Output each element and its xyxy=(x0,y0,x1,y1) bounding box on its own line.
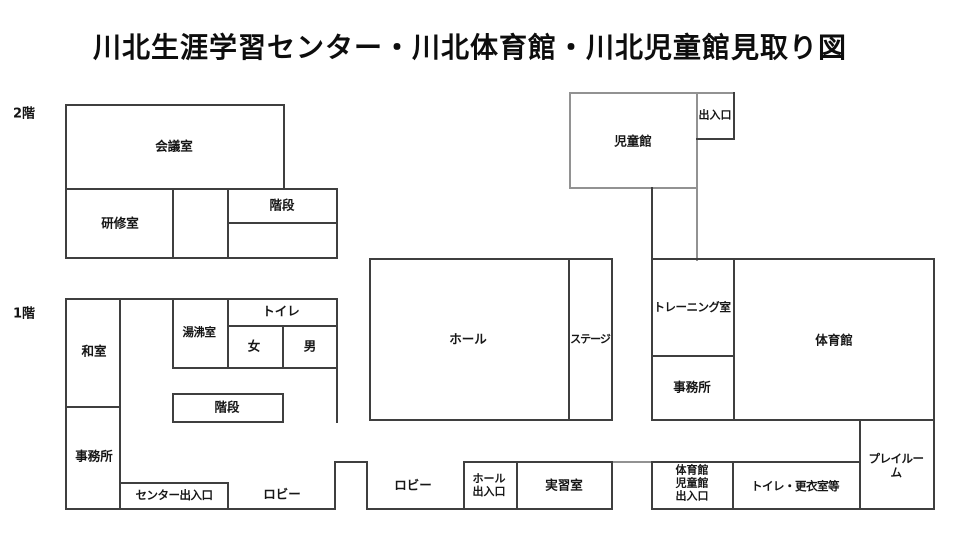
wall xyxy=(119,482,229,484)
wall xyxy=(733,258,735,421)
room-label-hall: ホール xyxy=(449,331,487,347)
wall xyxy=(651,461,653,510)
wall xyxy=(933,258,935,421)
wall xyxy=(569,92,735,94)
room-label-gym-childrens-entrance: 体育館 児童館 出入口 xyxy=(675,463,709,503)
wall xyxy=(568,258,570,421)
room-label-men: 男 xyxy=(303,338,317,354)
wall xyxy=(651,258,935,260)
wall xyxy=(227,188,229,259)
wall xyxy=(65,104,285,106)
wall xyxy=(611,461,613,510)
wall xyxy=(334,461,368,463)
wall xyxy=(65,104,67,259)
room-label-center-entrance: センター出入口 xyxy=(135,488,214,503)
room-label-childrens-hall-entrance: 出入口 xyxy=(698,108,732,122)
wall xyxy=(859,419,861,510)
wall xyxy=(651,461,861,463)
wall xyxy=(282,393,284,423)
wall xyxy=(651,508,935,510)
room-label-training-room-2f: 研修室 xyxy=(101,215,139,231)
room-label-gymnasium: 体育館 xyxy=(815,332,853,348)
room-label-toilet-changing-rooms: トイレ・更衣室等 xyxy=(751,479,840,494)
room-label-lobby-left: ロビー xyxy=(263,486,301,502)
wall xyxy=(334,461,336,510)
wall xyxy=(172,393,284,395)
wall xyxy=(369,419,613,421)
room-label-stage: ステージ xyxy=(570,332,611,346)
wall xyxy=(569,187,698,189)
wall xyxy=(569,92,571,189)
wall xyxy=(369,258,613,260)
room-label-hot-water-room: 湯沸室 xyxy=(182,325,217,340)
wall xyxy=(65,508,336,510)
wall xyxy=(463,461,613,463)
wall xyxy=(283,104,285,190)
wall xyxy=(65,298,338,300)
page-title: 川北生涯学習センター・川北体育館・川北児童館見取り図 xyxy=(92,31,848,64)
wall xyxy=(651,419,935,421)
room-label-toilet: トイレ xyxy=(262,303,300,319)
wall xyxy=(172,393,174,423)
wall xyxy=(172,188,174,259)
floor-label-1f: 1階 xyxy=(12,306,36,322)
floor-label-2f: 2階 xyxy=(12,106,36,122)
wall xyxy=(119,298,121,510)
room-label-stairs-1f: 階段 xyxy=(214,399,240,415)
room-label-stairs-2f: 階段 xyxy=(269,197,295,213)
wall xyxy=(696,92,698,261)
room-label-center-office: 事務所 xyxy=(75,448,113,464)
wall xyxy=(651,187,653,421)
wall xyxy=(611,461,653,463)
room-label-women: 女 xyxy=(247,338,261,354)
room-label-practice-room: 実習室 xyxy=(545,477,583,493)
wall xyxy=(65,257,338,259)
wall xyxy=(696,138,735,140)
wall xyxy=(282,325,284,369)
wall xyxy=(611,258,613,421)
room-label-lobby-mid: ロビー xyxy=(394,477,432,493)
room-label-meeting-room: 会議室 xyxy=(155,138,193,154)
wall xyxy=(227,222,338,224)
wall xyxy=(65,188,338,190)
wall xyxy=(733,92,735,140)
wall xyxy=(369,258,371,421)
wall xyxy=(227,298,229,369)
wall xyxy=(65,406,121,408)
wall xyxy=(366,461,368,510)
wall xyxy=(65,298,67,510)
wall xyxy=(336,188,338,259)
wall xyxy=(933,419,935,510)
wall xyxy=(227,482,229,510)
wall xyxy=(463,461,465,510)
room-label-training-room: トレーニング室 xyxy=(653,300,732,315)
room-label-playroom: プレイルーム xyxy=(868,451,925,479)
wall xyxy=(651,355,735,357)
room-label-japanese-room: 和室 xyxy=(81,343,107,359)
wall xyxy=(336,298,338,423)
wall xyxy=(172,367,338,369)
wall xyxy=(366,508,613,510)
wall xyxy=(172,421,284,423)
room-label-gym-office: 事務所 xyxy=(673,379,711,395)
room-label-childrens-hall: 児童館 xyxy=(614,133,652,149)
wall xyxy=(516,461,518,510)
wall xyxy=(732,461,734,510)
room-label-hall-entrance: ホール 出入口 xyxy=(472,472,506,498)
wall xyxy=(172,298,174,369)
